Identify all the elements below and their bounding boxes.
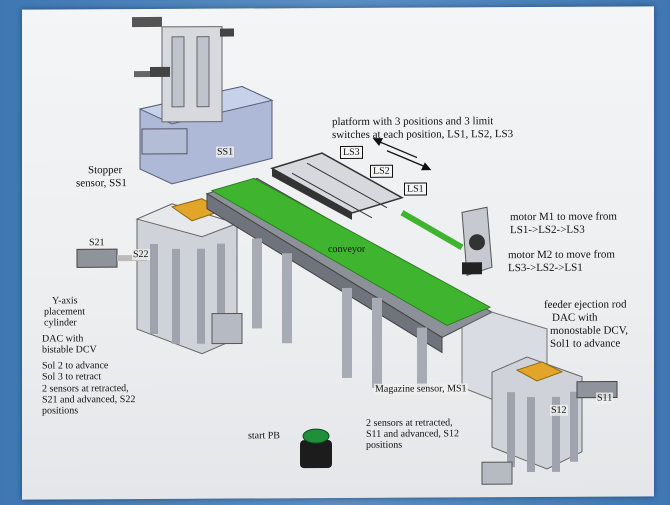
platform-label-line1: platform with 3 positions and 3 limit xyxy=(332,115,494,129)
motor-m2-line2: LS3->LS2->LS1 xyxy=(508,261,583,275)
ls3-tag: LS3 xyxy=(340,145,363,159)
diagram-photo: platform with 3 positions and 3 limit sw… xyxy=(22,6,654,500)
ss1-tag: SS1 xyxy=(216,146,235,158)
y-axis-line2: placement xyxy=(44,306,86,318)
start-button xyxy=(300,428,332,469)
y-axis-line3: cylinder xyxy=(44,317,77,329)
platform xyxy=(270,152,464,250)
y-axis-line7: Sol 3 to retract xyxy=(42,371,102,383)
s11-desc-line1: 2 sensors at retracted, xyxy=(366,417,453,429)
ls2-tag: LS2 xyxy=(370,164,393,178)
stopper-label-line1: Stopper xyxy=(88,164,123,177)
motor-unit xyxy=(461,206,493,276)
y-axis-cylinder xyxy=(76,198,243,355)
ls1-tag: LS1 xyxy=(404,182,427,196)
s11-tag: S11 xyxy=(596,392,614,404)
feeder-unit xyxy=(461,311,618,485)
y-axis-line5: bistable DCV xyxy=(42,344,97,356)
machine-drawing xyxy=(76,16,618,485)
y-axis-line9: S21 and advanced, S22 xyxy=(42,394,136,406)
y-axis-line6: Sol 2 to advance xyxy=(42,360,109,372)
conveyor-label: conveyor xyxy=(328,243,366,256)
feeder-line2: DAC with xyxy=(552,311,598,324)
start-pb-label: start PB xyxy=(248,430,280,442)
motor-m1-line1: motor M1 to move from xyxy=(510,210,617,224)
s12-tag: S12 xyxy=(550,404,568,416)
y-axis-line10: positions xyxy=(42,405,79,417)
platform-direction-arrows xyxy=(372,138,432,171)
conveyor xyxy=(205,177,494,388)
feeder-line3: monostable DCV, xyxy=(550,324,629,337)
s21-tag: S21 xyxy=(88,237,106,249)
y-axis-line4: DAC with xyxy=(42,333,84,345)
magazine-sensor-label: Magazine sensor, MS1 xyxy=(374,383,468,395)
platform-label-line2: switches at each position, LS1, LS2, LS3 xyxy=(332,128,514,142)
motor-m2-line1: motor M2 to move from xyxy=(508,248,615,262)
y-axis-line8: 2 sensors at retracted, xyxy=(42,383,129,395)
s22-tag: S22 xyxy=(132,248,150,261)
motor-m1-line2: LS1->LS2->LS3 xyxy=(510,223,585,237)
feeder-line1: feeder ejection rod xyxy=(544,298,627,311)
s11-desc-line2: S11 and advanced, S12 xyxy=(366,428,459,440)
s11-desc-line3: positions xyxy=(366,439,403,451)
stopper-unit xyxy=(132,16,274,185)
y-axis-line1: Y-axis xyxy=(52,295,78,307)
stopper-label-line2: sensor, SS1 xyxy=(76,177,127,190)
feeder-line4: Sol1 to advance xyxy=(550,337,621,350)
